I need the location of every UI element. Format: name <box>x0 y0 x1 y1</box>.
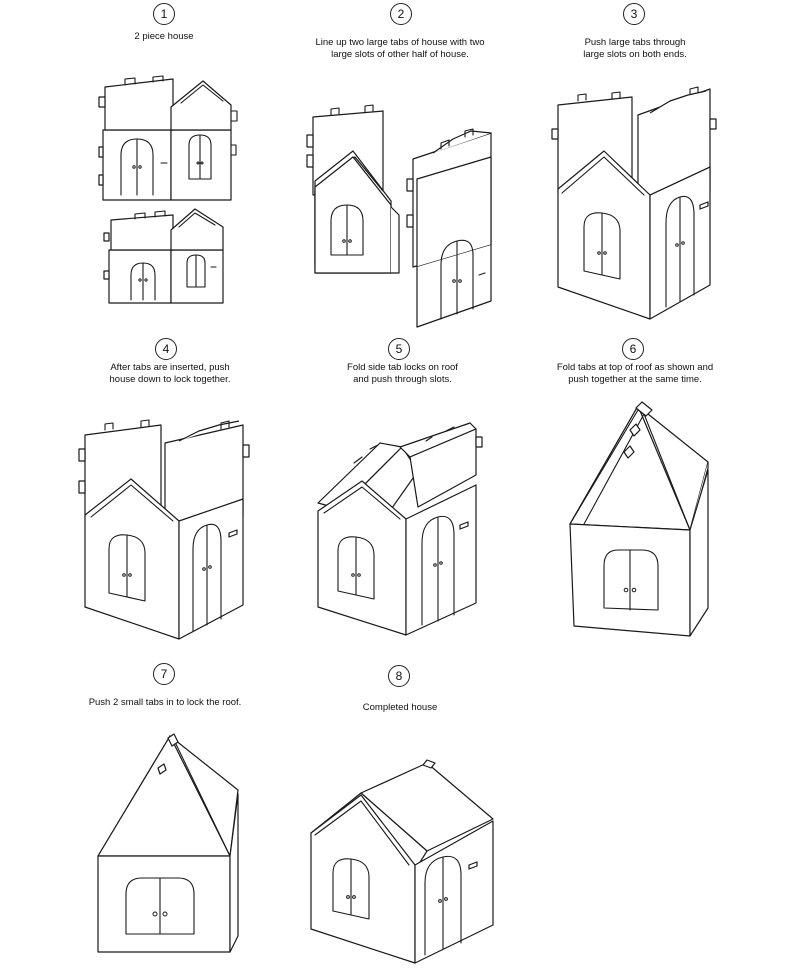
step-5-caption: Fold side tab locks on roof and push thr… <box>347 362 458 385</box>
step-6-number: 6 <box>622 338 644 360</box>
step-3-number: 3 <box>623 3 645 25</box>
step-5-number: 5 <box>388 338 410 360</box>
step-8-caption: Completed house <box>362 702 438 713</box>
step-2-caption: Line up two large tabs of house with two… <box>315 37 485 60</box>
step-1-number: 1 <box>153 3 175 25</box>
step-2-illustration <box>305 95 505 335</box>
step-6-caption: Fold tabs at top of roof as shown and pu… <box>556 362 714 385</box>
step-8-illustration <box>305 755 500 970</box>
step-7-caption: Push 2 small tabs in to lock the roof. <box>88 697 242 708</box>
step-3-caption: Push large tabs through large slots on b… <box>583 37 687 60</box>
step-6-illustration <box>560 400 725 645</box>
step-8-number: 8 <box>388 665 410 687</box>
step-5-illustration <box>310 415 490 655</box>
step-4-illustration <box>75 405 260 655</box>
step-2-number: 2 <box>390 3 412 25</box>
step-7-number: 7 <box>153 663 175 685</box>
step-4-number: 4 <box>155 338 177 360</box>
step-1-caption: 2 piece house <box>134 31 194 42</box>
step-7-illustration <box>90 730 250 960</box>
step-4-caption: After tabs are inserted, push house down… <box>109 362 231 385</box>
step-1-illustration <box>95 75 245 310</box>
step-3-illustration <box>550 75 730 325</box>
